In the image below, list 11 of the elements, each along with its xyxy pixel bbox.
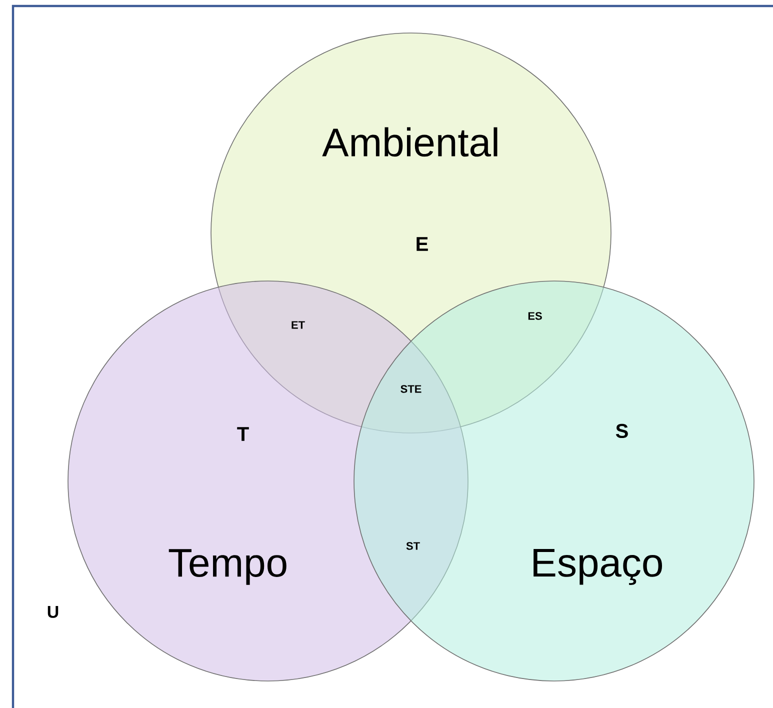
region-label: STE (400, 385, 422, 393)
circle-title: Espaço (534, 549, 662, 585)
region-label: ST (406, 542, 420, 550)
venn-circle (354, 280, 754, 682)
circle-title: Tempo (168, 549, 286, 585)
circle-letter: T (237, 427, 249, 441)
circle-letter: E (416, 237, 428, 251)
circle-letter: S (616, 424, 628, 438)
circle-title: Ambiental (322, 127, 498, 157)
region-label: ET (292, 321, 305, 329)
region-label: ES (528, 312, 542, 320)
